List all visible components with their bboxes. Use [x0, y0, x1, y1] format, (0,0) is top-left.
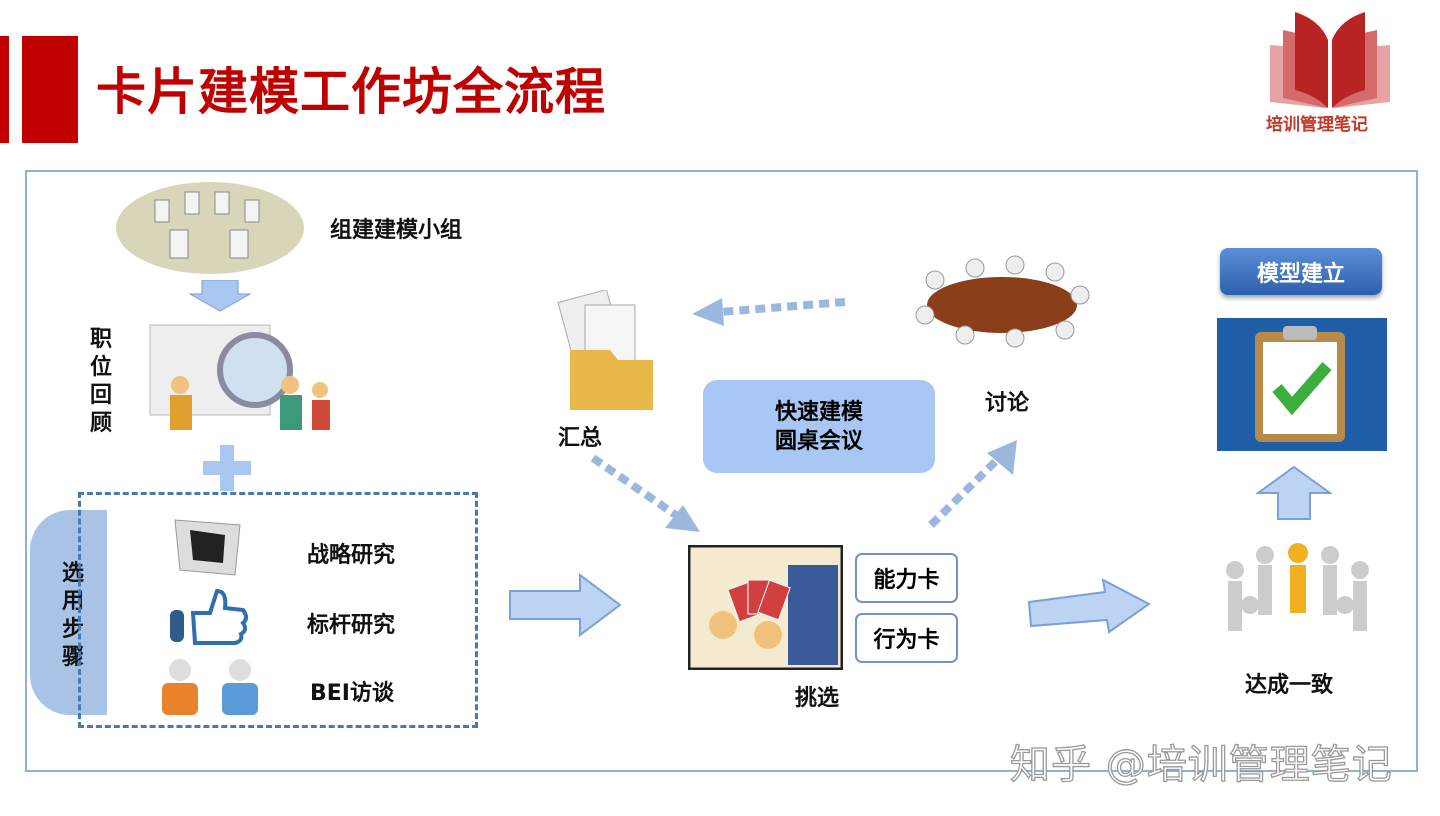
arrow-up-icon [1256, 465, 1332, 520]
interview-image [162, 659, 258, 715]
behavior-card: 行为卡 [855, 613, 958, 663]
job-review-image [149, 324, 330, 430]
arrow-right-icon [509, 573, 622, 637]
people-circle-image [1226, 543, 1369, 631]
method-strategy-label: 战略研究 [307, 543, 396, 568]
page-title: 卡片建模工作坊全流程 [96, 63, 606, 121]
step-consensus-label: 达成一致 [1245, 673, 1334, 698]
red-accent-bar [0, 36, 9, 143]
meeting-line-2: 圆桌会议 [774, 428, 863, 454]
step-discussion-label: 讨论 [985, 391, 1030, 416]
folder-image [557, 290, 653, 410]
method-bei-label: BEI访谈 [310, 681, 394, 706]
step-summary-label: 汇总 [558, 426, 603, 451]
dotted-arrow-up-right-icon [928, 440, 1017, 528]
playing-cards-image [688, 545, 843, 670]
red-accent-block [22, 36, 78, 143]
dotted-arrow-left-icon [692, 298, 846, 326]
roundtable-meeting-box: 快速建模圆桌会议 [703, 380, 935, 473]
step-team-label: 组建建模小组 [330, 218, 463, 243]
diagram-frame [25, 170, 1418, 772]
ability-card: 能力卡 [855, 553, 958, 603]
round-table-image [915, 255, 1090, 348]
logo-text: 培训管理笔记 [1266, 115, 1368, 135]
plus-icon [203, 445, 251, 491]
arrow-down-icon [188, 280, 252, 312]
dotted-arrow-down-right-icon [590, 454, 700, 532]
model-established-button: 模型建立 [1220, 248, 1382, 295]
book-logo-icon [1270, 12, 1390, 108]
method-benchmark-label: 标杆研究 [307, 613, 396, 638]
arrow-right-icon-2 [1027, 578, 1151, 634]
strategy-image [174, 519, 241, 576]
step-pick-label: 挑选 [795, 686, 840, 711]
step-review-label: 职位回顾 [89, 327, 112, 436]
thumbs-up-icon [170, 588, 248, 645]
meeting-line-1: 快速建模 [774, 399, 863, 425]
watermark: 知乎 @培训管理笔记 [1009, 741, 1393, 788]
chairs-circle-image [116, 182, 304, 274]
clipboard-check-image [1217, 318, 1387, 451]
methods-dashed-box [78, 492, 478, 728]
